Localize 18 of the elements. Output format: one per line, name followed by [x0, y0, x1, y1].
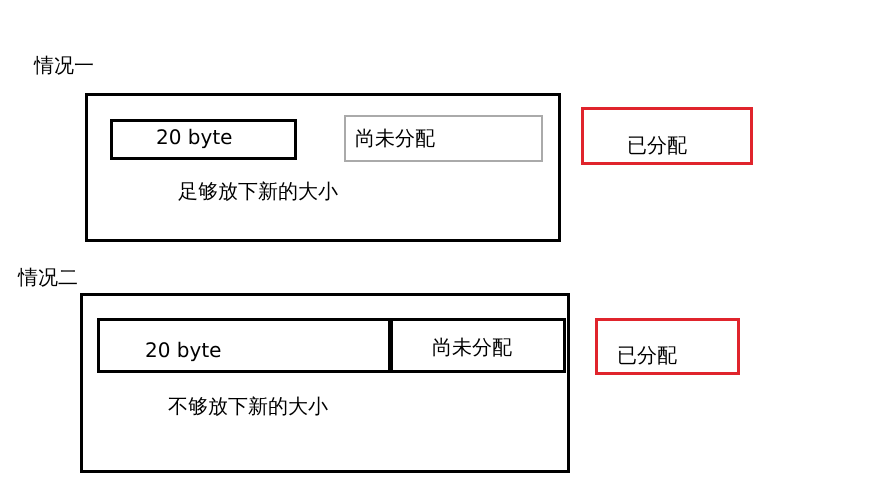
used-block: [97, 318, 391, 373]
memory-block: [80, 293, 570, 473]
block-label: 不够放下新的大小: [168, 393, 328, 420]
allocated-block: [581, 107, 753, 165]
free-block: [390, 318, 566, 373]
used-block: [110, 119, 297, 160]
free-block: [344, 115, 543, 162]
memory-block: [85, 93, 561, 242]
block-label: 尚未分配: [355, 125, 435, 152]
case-heading: 情况一: [34, 52, 94, 79]
block-label: 足够放下新的大小: [178, 178, 338, 205]
block-label: 已分配: [617, 342, 677, 369]
block-label: 尚未分配: [432, 334, 512, 361]
block-label: 已分配: [627, 132, 687, 159]
block-label: 20 byte: [156, 125, 232, 149]
block-label: 20 byte: [145, 338, 222, 362]
case-heading: 情况二: [18, 264, 78, 291]
allocated-block: [595, 318, 740, 375]
